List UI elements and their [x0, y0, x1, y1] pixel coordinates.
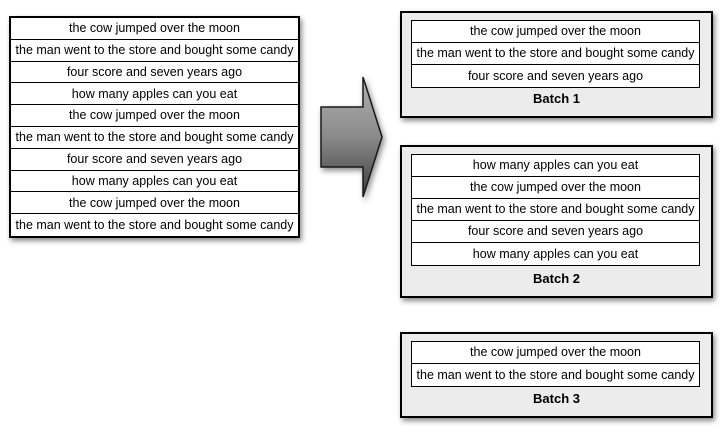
sentence-row: the man went to the store and bought som… [11, 214, 298, 236]
sentence-row: the cow jumped over the moon [412, 21, 699, 43]
sentence-row: four score and seven years ago [412, 65, 699, 87]
sentence-row: four score and seven years ago [412, 221, 699, 243]
batch-3-box: the cow jumped over the moon the man wen… [400, 332, 713, 418]
sentence-row: the man went to the store and bought som… [11, 39, 298, 62]
sentence-row: the cow jumped over the moon [412, 342, 699, 364]
batch-label: Batch 1 [533, 91, 580, 106]
sentence-row: how many apples can you eat [11, 83, 298, 106]
sentence-row: the cow jumped over the moon [412, 177, 699, 199]
source-sentence-table: the cow jumped over the moon the man wen… [9, 16, 300, 238]
sentence-row: how many apples can you eat [412, 243, 699, 265]
batch-label: Batch 2 [533, 271, 580, 286]
sentence-row: the cow jumped over the moon [11, 192, 298, 215]
sentence-row: the man went to the store and bought som… [412, 43, 699, 65]
batch-label: Batch 3 [533, 391, 580, 406]
sentence-row: the cow jumped over the moon [11, 18, 298, 40]
right-arrow-icon [320, 76, 383, 198]
batch-3-table: the cow jumped over the moon the man wen… [411, 341, 700, 387]
sentence-row: how many apples can you eat [11, 170, 298, 193]
batch-2-table: how many apples can you eat the cow jump… [411, 154, 700, 266]
sentence-row: four score and seven years ago [11, 148, 298, 171]
sentence-row: how many apples can you eat [412, 155, 699, 177]
sentence-row: the man went to the store and bought som… [412, 364, 699, 386]
batch-1-table: the cow jumped over the moon the man wen… [411, 20, 700, 88]
batch-2-box: how many apples can you eat the cow jump… [400, 145, 713, 298]
sentence-row: the man went to the store and bought som… [412, 199, 699, 221]
sentence-row: four score and seven years ago [11, 61, 298, 84]
sentence-row: the man went to the store and bought som… [11, 126, 298, 149]
sentence-row: the cow jumped over the moon [11, 105, 298, 127]
batch-1-box: the cow jumped over the moon the man wen… [400, 11, 713, 118]
